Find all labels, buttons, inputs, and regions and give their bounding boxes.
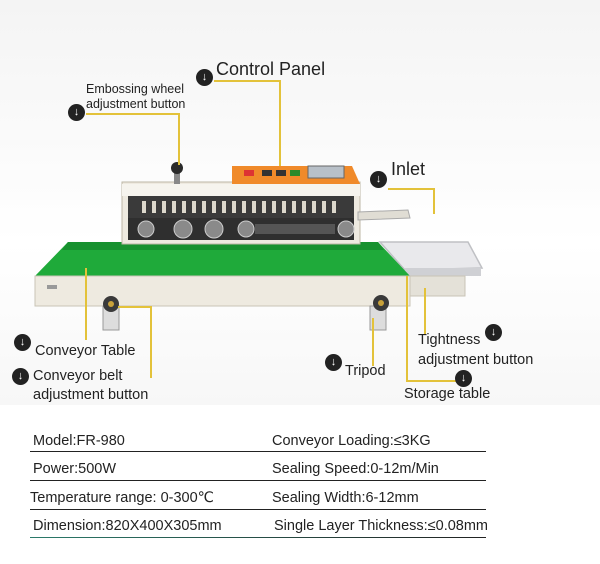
leader-belt-vertical [150,306,152,378]
leader-inlet-vertical [433,188,435,214]
spec-conveyor-loading: Conveyor Loading:≤3KG [272,433,431,449]
spec-row-divider [30,451,486,452]
control-panel-label: Control Panel [216,59,326,79]
arrow-down-icon: ↓ [196,69,213,86]
conveyor-belt-label-line2: adjustment button [33,387,149,403]
storage-table-top [378,241,484,271]
leader-control-horizontal [214,80,280,82]
leader-control-vertical [279,80,281,166]
storage-table-edge [405,268,481,276]
tightness-label-line2: adjustment button [418,352,534,368]
embossing-label-line1: Embossing wheel [86,82,184,96]
arrow-down-icon: ↓ [68,104,85,121]
spec-dimension: Dimension:820X400X305mm [33,518,222,534]
tripod-label: Tripod [345,363,386,379]
spec-sealing-speed: Sealing Speed:0-12m/Min [272,461,439,477]
leader-tripod [372,318,374,366]
arrow-down-icon: ↓ [12,368,29,385]
sealer-machine-illustration [34,162,484,331]
product-photo: ↓ Control Panel Embossing wheel ↓ adjust… [0,0,600,405]
vent-panel [128,196,354,218]
arrow-down-icon: ↓ [370,171,387,188]
tightness-label-line1: Tightness [418,332,481,348]
spec-power: Power:500W [33,461,117,477]
spec-row-divider [30,480,486,481]
spec-temperature: Temperature range: 0-300℃ [30,490,214,506]
arrow-down-icon: ↓ [14,334,31,351]
leader-conveyor-table [85,268,87,340]
conveyor-table-label: Conveyor Table [35,343,136,359]
leader-belt-horizontal [118,306,151,308]
arrow-down-icon: ↓ [485,324,502,341]
spec-row-divider [30,509,486,510]
specifications-table: Model:FR-980 Conveyor Loading:≤3KG Power… [0,405,600,564]
leader-inlet-horizontal [388,188,434,190]
leader-storage-horizontal [406,380,464,382]
arrow-down-icon: ↓ [455,370,472,387]
spec-row-divider [30,537,486,538]
leader-storage [406,276,408,380]
storage-table-label: Storage table [404,386,491,402]
conveyor-frame [34,275,411,307]
spec-model: Model:FR-980 [33,433,125,449]
leader-embossing-horizontal [86,113,179,115]
embossing-label-line2: adjustment button [86,97,186,111]
inlet-label: Inlet [391,159,426,179]
spec-sealing-width: Sealing Width:6-12mm [272,490,419,506]
conveyor-belt-label-line1: Conveyor belt [33,368,123,384]
arrow-down-icon: ↓ [325,354,342,371]
leader-embossing-vertical [178,113,180,165]
spec-layer-thickness: Single Layer Thickness:≤0.08mm [274,518,489,534]
conveyor-belt [35,242,410,276]
leader-tightness [424,288,426,334]
